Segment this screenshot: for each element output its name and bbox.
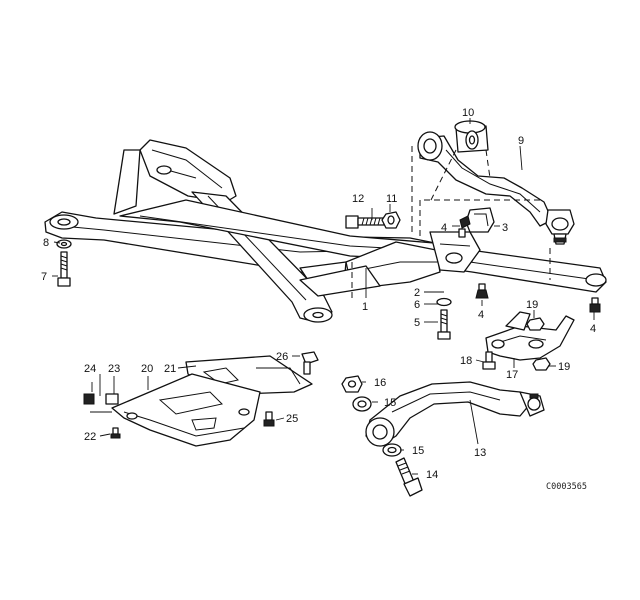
callout-20: 20 [141, 363, 153, 375]
callout-11: 11 [386, 193, 397, 205]
callout-1: 1 [362, 301, 368, 313]
callout-26: 26 [276, 351, 288, 363]
bolt-12 [345, 215, 385, 229]
washer-15-lower [382, 443, 402, 457]
callout-19-lower: 19 [558, 361, 570, 373]
callout-25: 25 [286, 413, 298, 425]
front-axle-crossmember [44, 139, 607, 323]
washer-8 [56, 239, 72, 249]
callout-17: 17 [506, 369, 518, 381]
washer-6 [436, 297, 452, 307]
bracket-17 [485, 311, 575, 361]
callout-18: 18 [460, 355, 472, 367]
callout-19-upper: 19 [526, 299, 538, 311]
callout-4-left: 4 [441, 222, 447, 234]
nut-24 [83, 393, 95, 405]
washer-15-upper [352, 396, 372, 412]
callout-14: 14 [426, 469, 438, 481]
callout-15-upper: 15 [384, 397, 396, 409]
part-number-callouts: 1 2 3 4 4 4 5 6 7 8 9 10 11 12 13 14 15 … [41, 107, 596, 492]
thrust-rod-bushing [454, 120, 489, 153]
callout-9: 9 [518, 135, 524, 147]
callout-8: 8 [43, 237, 49, 249]
callout-4-right: 4 [590, 323, 596, 335]
clip-23 [105, 393, 119, 405]
thrust-rod [417, 131, 575, 245]
image-code: C0003565 [546, 482, 587, 492]
bolt-26 [301, 351, 319, 375]
control-arm-13 [365, 381, 545, 447]
bolt-4-middle [475, 283, 489, 299]
callout-7: 7 [41, 271, 47, 283]
callout-10: 10 [462, 107, 474, 119]
callout-15-lower: 15 [412, 445, 424, 457]
callout-23: 23 [108, 363, 120, 375]
nut-16 [341, 375, 363, 393]
nut-19-upper [526, 317, 545, 331]
bolt-5 [437, 309, 451, 340]
callout-12: 12 [352, 193, 364, 205]
nut-19-lower [532, 357, 551, 371]
assembly-dash-lines [351, 146, 551, 300]
bolt-25 [263, 411, 275, 427]
bolt-4-right [589, 297, 601, 313]
callout-3: 3 [502, 222, 508, 234]
callout-22: 22 [84, 431, 96, 443]
bracket-3 [458, 207, 495, 238]
leader-lines [52, 118, 595, 475]
callout-2: 2 [414, 287, 420, 299]
callout-13: 13 [474, 447, 486, 459]
callout-24: 24 [84, 363, 96, 375]
callout-6: 6 [414, 299, 420, 311]
callout-21: 21 [164, 363, 176, 375]
bolt-7 [57, 251, 71, 287]
cover-plate-20 [111, 373, 261, 447]
bolt-14 [395, 457, 423, 497]
callout-16: 16 [374, 377, 386, 389]
nut-11 [381, 211, 401, 229]
bolt-18 [482, 351, 496, 370]
callout-4-middle: 4 [478, 309, 484, 321]
callout-5: 5 [414, 317, 420, 329]
bolt-22 [110, 427, 121, 439]
